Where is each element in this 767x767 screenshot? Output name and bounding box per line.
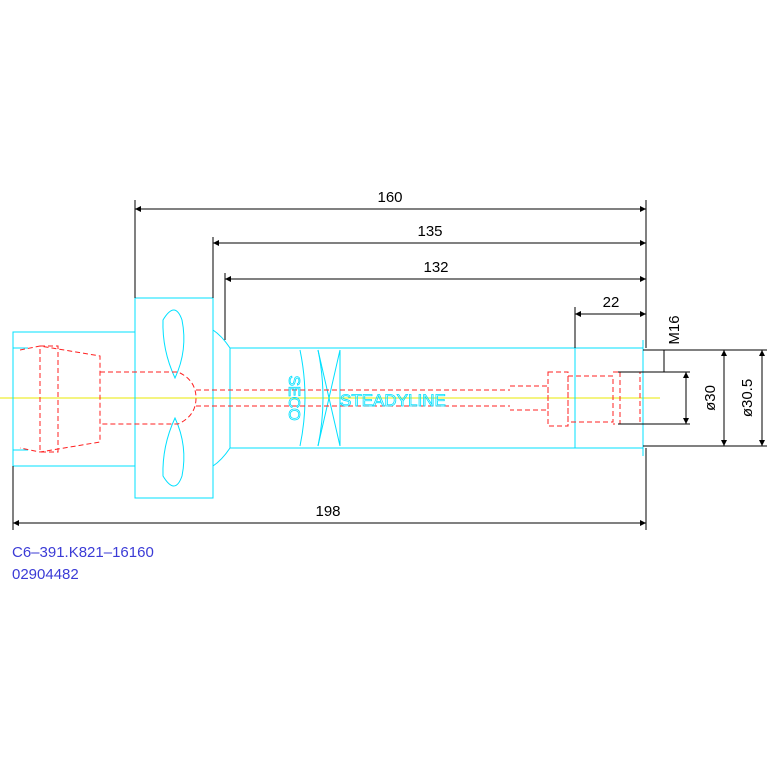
dim-d30: ø30 bbox=[702, 385, 719, 411]
part-code: 02904482 bbox=[12, 566, 79, 583]
dim-198: 198 bbox=[315, 503, 340, 520]
dim-160: 160 bbox=[377, 189, 402, 206]
dim-d30-5: ø30.5 bbox=[739, 379, 756, 417]
part-number: C6–391.K821–16160 bbox=[12, 544, 154, 561]
tool-outline bbox=[12, 297, 644, 499]
dim-m16: M16 bbox=[666, 315, 683, 344]
brand-seco: SECO bbox=[285, 375, 302, 420]
dim-132: 132 bbox=[423, 259, 448, 276]
capto-taper bbox=[12, 331, 135, 467]
dimension-lines bbox=[12, 200, 767, 530]
dim-135: 135 bbox=[417, 223, 442, 240]
dim-22: 22 bbox=[603, 294, 620, 311]
drive-slot-top bbox=[162, 309, 185, 380]
hidden-lines bbox=[19, 345, 641, 453]
brand-steadyline: STEADYLINE bbox=[340, 391, 446, 410]
drive-slot-bottom bbox=[162, 416, 185, 487]
